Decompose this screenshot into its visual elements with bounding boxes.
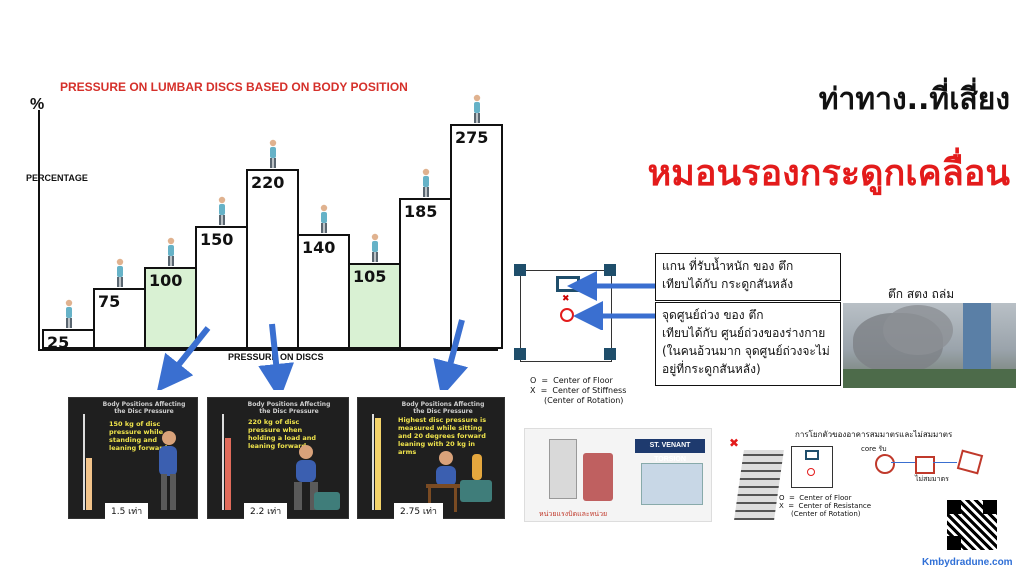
torsion-diagram: ST. VENANT TORSION หน่วยแรงบิดและหน่วย <box>524 428 712 522</box>
arrow-down-right <box>433 319 469 390</box>
posture-figure-icon <box>269 139 277 168</box>
torsion-title: ST. VENANT TORSION <box>635 439 705 463</box>
pressure-fill <box>86 458 92 510</box>
legend-center-resistance: X = Center of Resistance <box>779 502 872 510</box>
bar-value-label: 275 <box>455 128 489 147</box>
x-axis-line <box>38 349 498 351</box>
bar-value-label: 185 <box>404 202 438 221</box>
heading-herniated-disc: หมอนรองกระดูกเคลื่อน <box>647 153 1010 194</box>
small-label: ไม่สมมาตร <box>915 475 949 483</box>
legend-center-rotation: (Center of Rotation) <box>791 510 861 518</box>
y-axis-unit: % <box>30 96 45 113</box>
bar-value-label: 100 <box>149 271 183 290</box>
bar-value-label: 75 <box>98 292 121 311</box>
legend-center-stiffness: X = Center of Stiffness <box>530 386 627 395</box>
callout-text: เทียบได้กับ กระดูกสันหลัง <box>662 277 794 291</box>
person-lifting-icon <box>294 445 340 510</box>
y-axis-line <box>38 110 40 350</box>
photo-panel-lifting: Body Positions Affecting the Disc Pressu… <box>207 397 349 519</box>
photo-caption: Body Positions Affecting the Disc Pressu… <box>102 401 186 415</box>
symmetry-title: การโยกตัวของอาคารสมมาตรและไม่สมมาตร <box>795 430 953 439</box>
symmetry-diagram: การโยกตัวของอาคารสมมาตรและไม่สมมาตร ✖ O … <box>725 428 1010 550</box>
small-label: core รับ <box>861 445 887 453</box>
person-standing-icon <box>159 431 177 510</box>
photo-description: Highest disc pressure is measured while … <box>398 416 487 456</box>
bar-5 <box>297 234 350 349</box>
stiffness-center-mark: ✖ <box>562 294 570 304</box>
brand-link[interactable]: Kmbydradune.com <box>922 557 1013 568</box>
bar-value-label: 105 <box>353 267 387 286</box>
heading-risky-postures: ท่าทาง..ที่เสี่ยง <box>818 82 1010 117</box>
multiplier-label: 2.2 เท่า <box>244 503 288 519</box>
callout-box-core: แกน ที่รับน้ำหนัก ของ ตึก เทียบได้กับ กร… <box>655 253 841 301</box>
posture-figure-icon <box>422 168 430 197</box>
posture-figure-icon <box>116 258 124 287</box>
posture-figure-icon <box>320 204 328 233</box>
person-sitting-icon <box>426 451 492 512</box>
y-axis-label: PERCENTAGE <box>26 173 88 183</box>
posture-figure-icon <box>218 196 226 225</box>
photo-panel-standing: Body Positions Affecting the Disc Pressu… <box>68 397 198 519</box>
photo-description: 220 kg of disc pressure when holding a l… <box>248 418 317 450</box>
callout-box-center-gravity: จุดศูนย์ถ่วง ของ ตึก เทียบได้กับ ศูนย์ถ่… <box>655 302 841 386</box>
qr-code[interactable] <box>947 500 997 550</box>
callout-text: (ในคนอ้วนมาก จุดศูนย์ถ่วงจะไม่ <box>662 344 830 358</box>
arrow-down <box>258 323 295 390</box>
pressure-scale <box>222 414 224 510</box>
bar-value-label: 140 <box>302 238 336 257</box>
bar-8 <box>450 124 503 349</box>
callout-text: แกน ที่รับน้ำหนัก ของ ตึก <box>662 259 794 273</box>
callout-text: จุดศูนย์ถ่วง ของ ตึก <box>662 308 764 322</box>
legend-center-floor: O = Center of Floor <box>779 494 852 502</box>
bar-7 <box>399 198 452 349</box>
multiplier-label: 1.5 เท่า <box>105 503 149 519</box>
chart-title: PRESSURE ON LUMBAR DISCS BASED ON BODY P… <box>60 80 408 94</box>
arrow-down-left <box>156 326 211 390</box>
pressure-scale <box>372 414 374 510</box>
callout-text: อยู่ที่กระดูกสันหลัง) <box>662 362 761 376</box>
pressure-fill <box>375 418 381 510</box>
collapse-label: ตึก สตง ถล่ม <box>888 287 955 301</box>
posture-figure-icon <box>65 299 73 328</box>
posture-figure-icon <box>371 233 379 262</box>
bar-value-label: 220 <box>251 173 285 192</box>
pointer-arrows <box>156 319 469 390</box>
pressure-scale <box>83 414 85 510</box>
bar-value-label: 150 <box>200 230 234 249</box>
callout-arrows <box>567 271 656 330</box>
legend-center-floor: O = Center of Floor <box>530 376 613 385</box>
posture-figure-icon <box>167 237 175 266</box>
bar-value-label: 25 <box>47 333 70 352</box>
building-collapse-photo <box>843 303 1016 388</box>
torsion-caption: หน่วยแรงบิดและหน่วย <box>539 510 608 518</box>
photo-panel-sitting: Body Positions Affecting the Disc Pressu… <box>357 397 505 519</box>
multiplier-label: 2.75 เท่า <box>394 503 443 519</box>
pressure-fill <box>225 438 231 510</box>
posture-figure-icon <box>473 94 481 123</box>
building-frame-icon <box>734 450 784 520</box>
photo-caption: Body Positions Affecting the Disc Pressu… <box>401 401 485 415</box>
photo-caption: Body Positions Affecting the Disc Pressu… <box>247 401 331 415</box>
legend-center-rotation: (Center of Rotation) <box>544 396 624 405</box>
callout-text: เทียบได้กับ ศูนย์ถ่วงของร่างกาย <box>662 326 826 340</box>
photo-description: 150 kg of disc pressure while standing a… <box>109 420 168 452</box>
x-mark-icon: ✖ <box>729 436 740 450</box>
